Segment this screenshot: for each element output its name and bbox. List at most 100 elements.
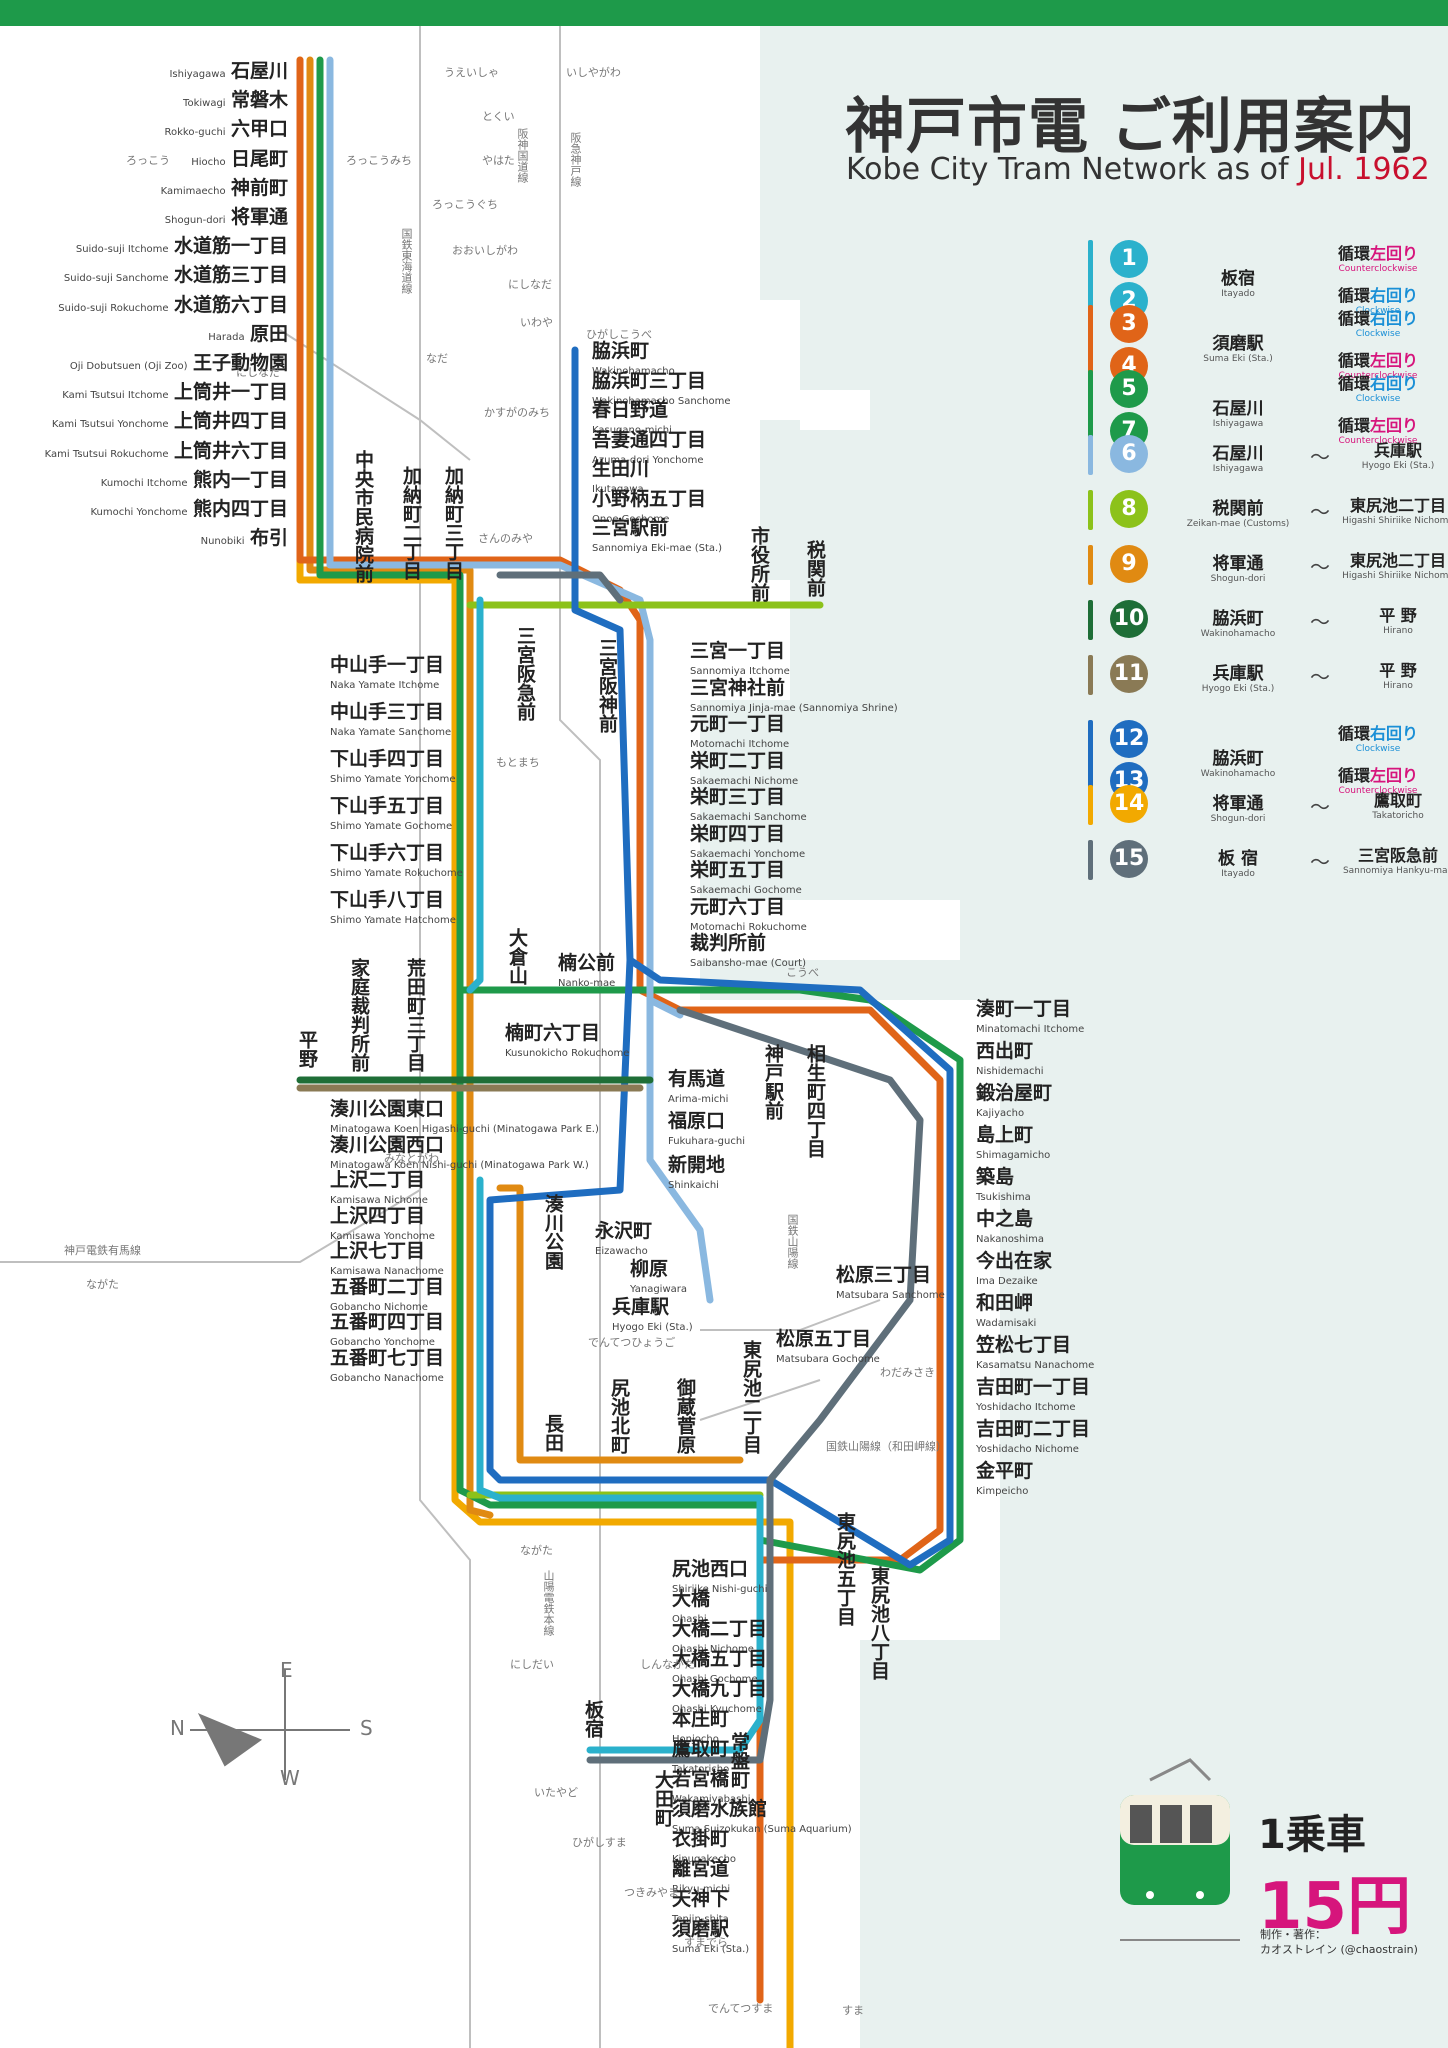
station-name-ja: 熊内一丁目: [192, 468, 288, 491]
station-name-ja: 金平町: [976, 1460, 1034, 1482]
station-name-en: Kamisawa Yonchome: [330, 1230, 435, 1242]
station-name-en: Harada: [208, 331, 245, 343]
legend-origin-ja: 石屋川: [1212, 399, 1264, 419]
station-label: Hiocho 日尾町: [191, 147, 288, 170]
rail-station-label: もとまち: [496, 756, 540, 769]
station-name-ja: 王子動物園: [192, 352, 288, 374]
legend-color-bar: [1088, 370, 1093, 450]
route-number-badge: 10: [1110, 600, 1148, 638]
rail-line: [699, 1379, 821, 1421]
station-name-ja: 須磨駅: [672, 1918, 730, 1940]
station-name-en: Sakaemachi Nichome: [690, 775, 799, 787]
station-name-en: Rikyu-michi: [672, 1884, 731, 1895]
rail-station-label: ひがしすま: [572, 1836, 627, 1849]
station-name-en: Oji Dobutsuen (Oji Zoo): [69, 361, 188, 372]
station-name-ja: 栄町二丁目: [690, 749, 786, 772]
station-label: Kami Tsutsui Itchome 上筒井一丁目: [62, 383, 288, 402]
legend-direction-en: Counterclockwise: [1338, 264, 1418, 274]
legend-origin-ja: 税関前: [1212, 499, 1264, 519]
route-1-2: [476, 1176, 764, 1754]
station-name-ja: 吉田町一丁目: [976, 1376, 1091, 1398]
port-pier: [760, 300, 800, 420]
route-number-badge: 6: [1110, 435, 1148, 473]
station-name-en: Ohashi: [672, 1614, 707, 1625]
station-name-en: Yoshidacho Itchome: [976, 1402, 1076, 1413]
station-name-en: Shimo Yamate Hatchome: [330, 915, 456, 926]
legend-origin-en: Ishiyagawa: [1212, 419, 1264, 429]
legend-destination-en: Higashi Shiriike Nichome: [1342, 516, 1448, 526]
rail-station-label: にしだい: [510, 1658, 554, 1671]
legend-origin-en: Hyogo Eki (Sta.): [1201, 684, 1275, 694]
station-name-en: Sakaemachi Yonchome: [690, 848, 806, 860]
station-label: Ishiyagawa 石屋川: [169, 62, 288, 81]
station-name-en: Yoshidacho Nichome: [976, 1444, 1079, 1455]
route-9: [306, 56, 494, 1519]
legend-origin-ja: 石屋川: [1212, 444, 1264, 464]
station-label: Nunobiki 布引: [201, 529, 288, 548]
station-name-en: Suma Eki (Sta.): [672, 1944, 750, 1955]
legend-origin-ja: 脇浜町: [1212, 609, 1264, 629]
legend-direction: 左回り: [1370, 416, 1419, 435]
land-strip: [700, 1640, 860, 2048]
station-name-en: Takatoricho: [672, 1764, 730, 1775]
station-name-ja: 西出町: [976, 1040, 1034, 1062]
station-label: Shogun-dori 将軍通: [165, 208, 288, 227]
legend-origin-en: Wakinohamacho: [1200, 629, 1276, 639]
legend-destination-ja: 循環右回り: [1337, 286, 1419, 305]
rail-station-label: なだ: [426, 352, 448, 365]
compass-s: S: [360, 1716, 373, 1740]
station-name-ja: 大橋九丁目: [672, 1678, 768, 1700]
station-label: Kami Tsutsui Rokuchome 上筒井六丁目: [45, 441, 288, 461]
rail-station-label: みなとがわ: [384, 1152, 439, 1165]
station-name-ja: 日尾町: [230, 147, 288, 170]
station-label: 吉田町一丁目 Yoshidacho Itchome: [976, 1378, 1090, 1414]
route-15: [586, 1006, 924, 1764]
station-name-ja: 水道筋一丁目: [173, 235, 288, 258]
station-name-ja: 大橋二丁目: [672, 1618, 768, 1640]
route-number-badge: 11: [1110, 655, 1148, 693]
station-name-ja: 上筒井一丁目: [173, 381, 288, 404]
station-name-ja: 小野柄五丁目: [592, 487, 707, 510]
legend-origin-ja: 脇浜町: [1212, 749, 1264, 769]
station-label-vertical: 三宮阪急前: [514, 626, 536, 721]
station-name-ja: 下山手六丁目: [330, 842, 445, 864]
station-name-ja: 築島: [976, 1166, 1015, 1188]
rail-station-label: にしなだ: [508, 278, 552, 291]
page-title: 神戸市電 ご利用案内: [845, 92, 1416, 162]
station-name-en: Sannomiya Jinja-mae (Sannomiya Shrine): [690, 702, 898, 714]
station-name-ja: 原田: [249, 322, 288, 345]
legend-origin-en: Shogun-dori: [1210, 574, 1266, 584]
station-name-en: Suma Suizokukan (Suma Aquarium): [672, 1824, 852, 1835]
station-name-ja: 春日野道: [592, 399, 669, 421]
station-name-ja: 脇浜町三丁目: [592, 369, 707, 392]
route-14: [296, 56, 464, 584]
station-name-ja: 吉田町二丁目: [976, 1418, 1091, 1440]
station-label-vertical: 湊川公園: [542, 1194, 564, 1270]
station-name-ja: 元町六丁目: [690, 895, 786, 918]
legend-tilde: ～: [1310, 610, 1330, 634]
rail-station-label: すま: [842, 2004, 864, 2017]
station-name-en: Sakaemachi Sanchome: [690, 812, 807, 823]
legend-destination-ja: 兵庫駅: [1373, 441, 1422, 460]
legend-origin-en: Itayado: [1221, 289, 1255, 299]
station-name-en: Shimo Yamate Gochome: [330, 821, 453, 832]
